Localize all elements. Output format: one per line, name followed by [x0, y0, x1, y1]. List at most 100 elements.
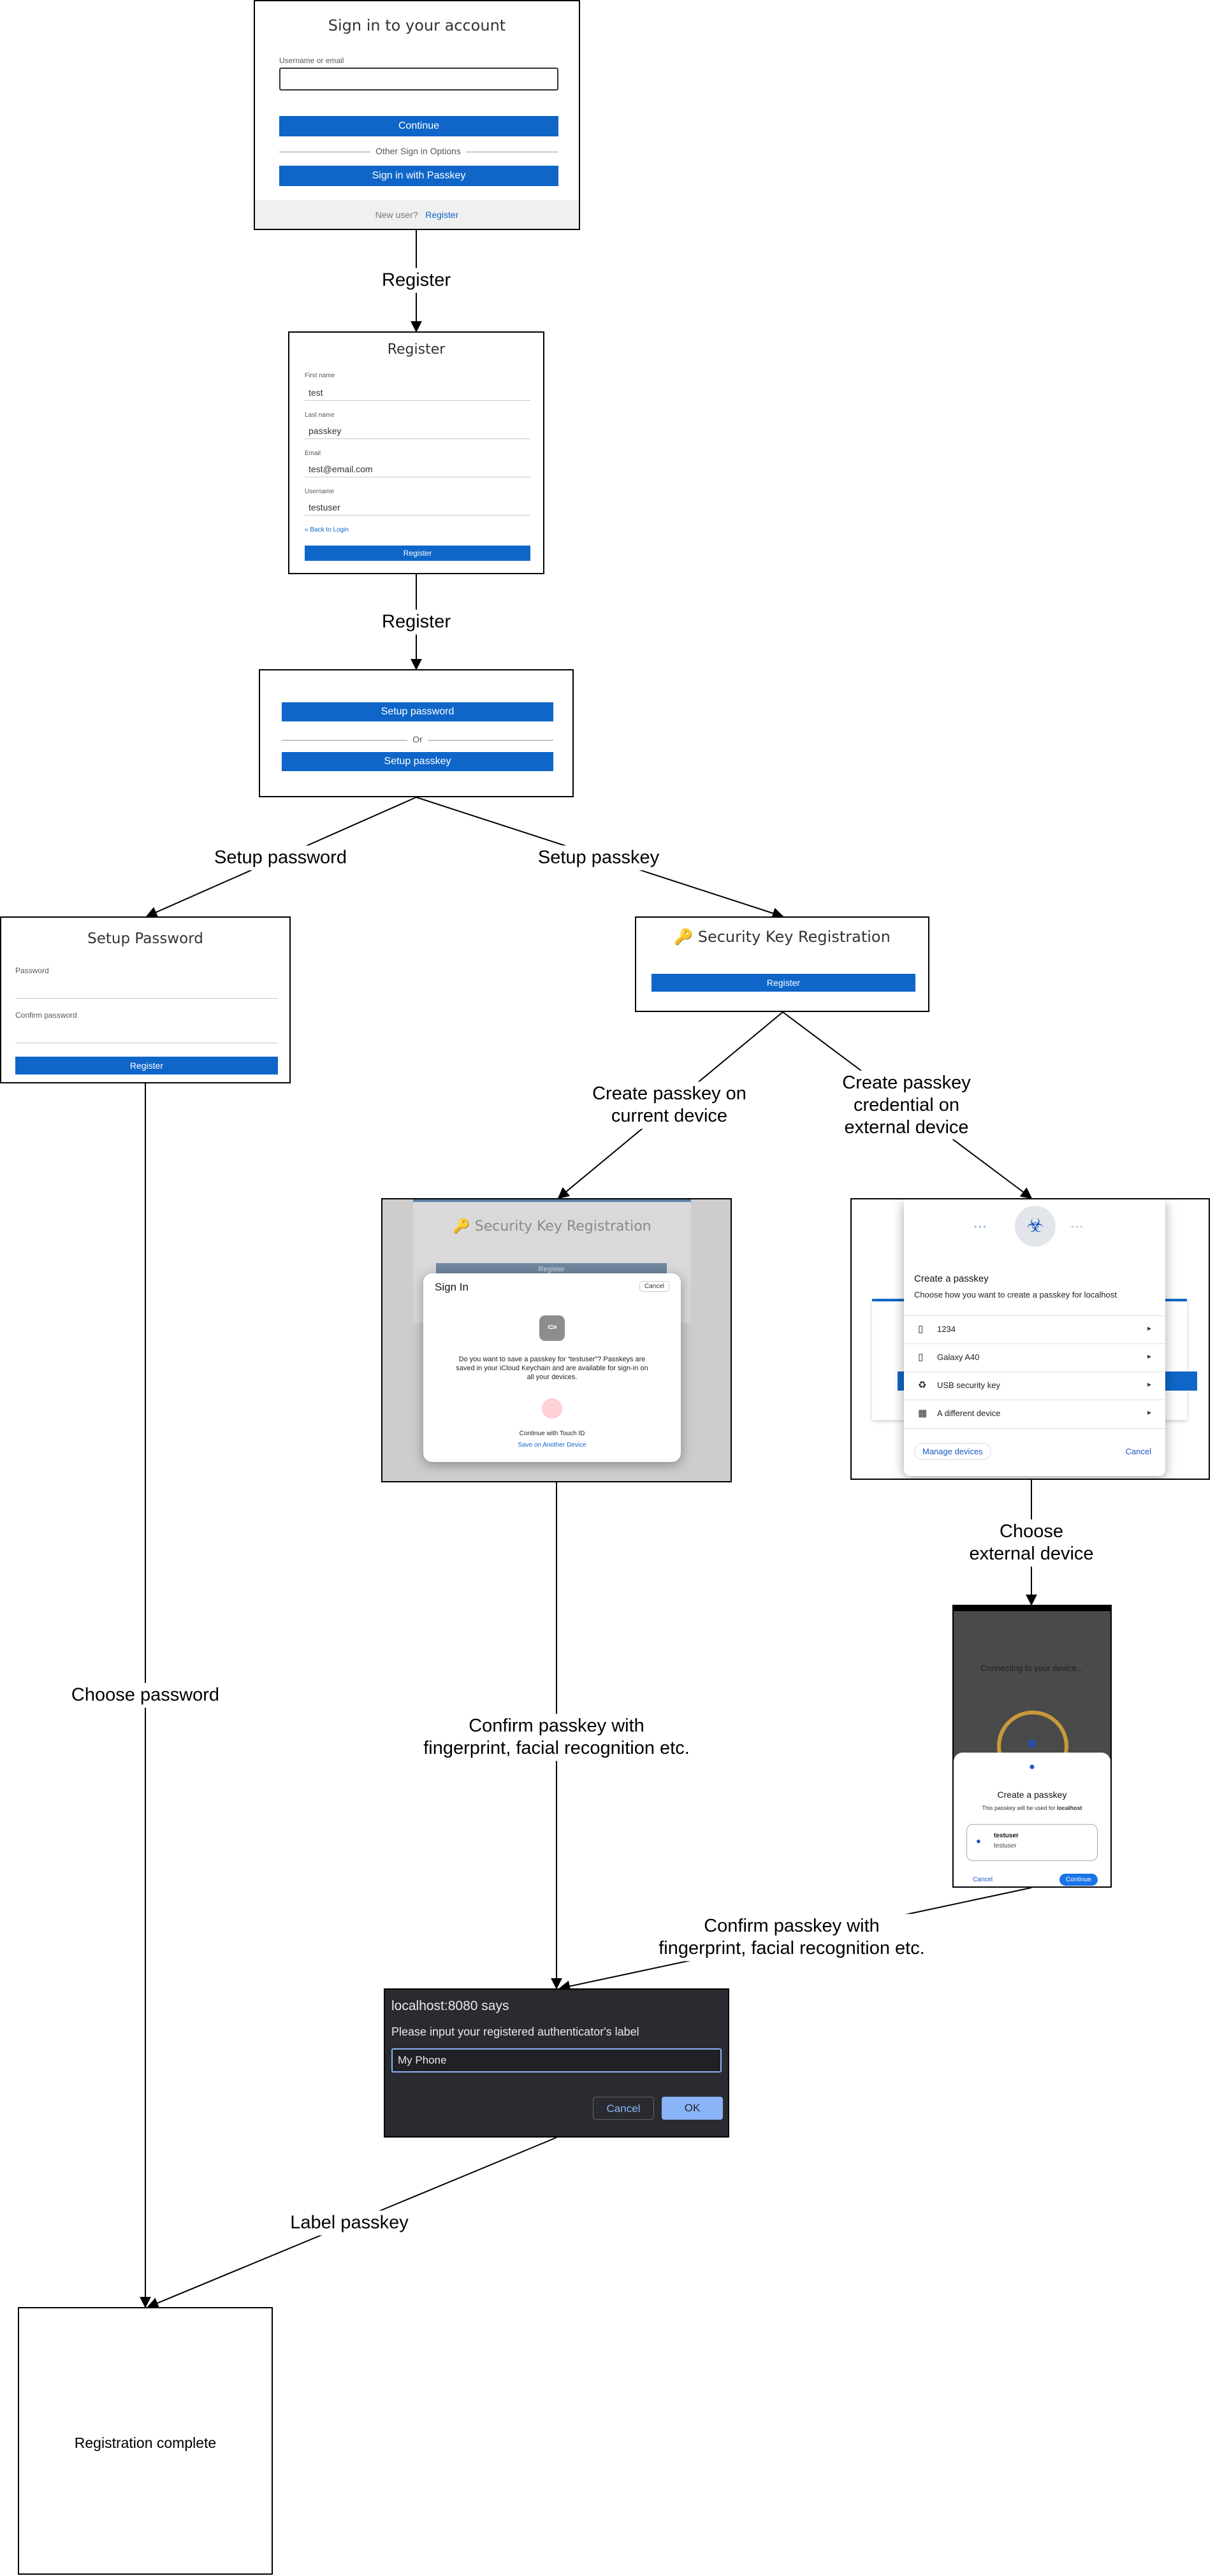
key-icon: 🔑	[674, 928, 694, 946]
edge-label: Setup password	[212, 845, 349, 871]
bg-title-text: Security Key Registration	[474, 1219, 651, 1234]
cancel-button[interactable]: Cancel	[639, 1281, 669, 1292]
edge-label: Label passkey	[287, 2210, 411, 2236]
or-text: Or	[407, 734, 428, 744]
edge-label: Confirm passkey with fingerprint, facial…	[421, 1714, 692, 1761]
first-name-label: First name	[305, 372, 335, 379]
passkey-message: Do you want to save a passkey for “testu…	[456, 1356, 648, 1381]
usb-icon: ♻	[918, 1380, 927, 1391]
edge-label: Register	[379, 609, 453, 635]
username-label: Username	[305, 488, 335, 495]
edge-label: Choose external device	[966, 1519, 1096, 1567]
first-name-underline	[305, 400, 530, 401]
connecting-text: Connecting to your device...	[980, 1663, 1084, 1673]
register-link[interactable]: Register	[425, 210, 459, 220]
ok-button[interactable]: OK	[662, 2097, 723, 2120]
account-card[interactable]: ● testuser testuser	[966, 1824, 1098, 1861]
signin-footer: New user? Register	[255, 200, 579, 229]
edge-label: Setup passkey	[535, 845, 662, 871]
passkey-badge-icon: ☣	[1015, 1206, 1056, 1247]
save-on-another-device-link[interactable]: Save on Another Device	[518, 1442, 586, 1449]
dialog-title: Create a passkey	[914, 1273, 989, 1284]
option-label: Galaxy A40	[937, 1352, 980, 1362]
bg-register-button: Register	[436, 1263, 667, 1276]
option-label: USB security key	[937, 1380, 1000, 1390]
setup-choice-screen: Setup password Or Setup passkey	[259, 669, 574, 797]
register-title: Register	[387, 342, 446, 358]
continue-button[interactable]: Continue	[1059, 1874, 1098, 1886]
username-input[interactable]	[279, 68, 558, 90]
device-option-different[interactable]: ▦ A different device ▸	[904, 1400, 1165, 1429]
phone-icon: ▯	[918, 1324, 924, 1335]
key-icon: 🔑	[453, 1219, 470, 1234]
confirm-password-label: Confirm password	[15, 1011, 77, 1020]
security-key-title-text: Security Key Registration	[697, 928, 891, 946]
chevron-right-icon: ▸	[1147, 1324, 1151, 1333]
touch-id-text: Continue with Touch ID	[519, 1430, 585, 1437]
last-name-label: Last name	[305, 412, 335, 419]
last-name-input[interactable]: passkey	[309, 426, 342, 436]
bg-title: 🔑 Security Key Registration	[413, 1219, 691, 1234]
security-key-title: 🔑 Security Key Registration	[636, 928, 928, 946]
edge-label: Create passkey credential on external de…	[840, 1070, 973, 1140]
device-option-galaxy[interactable]: ▯ Galaxy A40 ▸	[904, 1343, 1165, 1372]
last-name-underline	[305, 438, 530, 439]
setup-password-button[interactable]: Setup password	[282, 702, 553, 721]
security-key-screen: 🔑 Security Key Registration Register	[635, 916, 929, 1012]
qr-code-icon: ▦	[918, 1408, 928, 1419]
dots-right: •••	[1071, 1222, 1085, 1231]
signin-title: Sign in to your account	[328, 17, 506, 34]
signin-screen: Sign in to your account Username or emai…	[254, 0, 580, 230]
username-input[interactable]: testuser	[309, 502, 340, 512]
subtitle-host: localhost	[1057, 1805, 1082, 1811]
edge-label: Choose password	[68, 1682, 222, 1708]
option-label: 1234	[937, 1324, 956, 1334]
first-name-input[interactable]: test	[309, 387, 323, 398]
other-options-text: Other Sign in Options	[370, 146, 466, 156]
account-name: testuser	[994, 1832, 1019, 1839]
password-input[interactable]	[15, 998, 278, 999]
current-device-screen: 🔑 Security Key Registration Register Sig…	[381, 1198, 732, 1482]
dialog-subtitle: Choose how you want to create a passkey …	[914, 1290, 1117, 1299]
create-passkey-dialog: ☣ ••• ••• Create a passkey Choose how yo…	[904, 1199, 1165, 1476]
chevron-right-icon: ▸	[1147, 1408, 1151, 1417]
cancel-button[interactable]: Cancel	[973, 1876, 993, 1883]
edge-label: Register	[379, 268, 453, 293]
back-to-login-link[interactable]: « Back to Login	[305, 526, 349, 533]
register-button[interactable]: Register	[305, 546, 530, 561]
register-button[interactable]: Register	[651, 974, 915, 992]
sheet-title: Sign In	[435, 1281, 469, 1293]
device-option-1234[interactable]: ▯ 1234 ▸	[904, 1315, 1165, 1344]
label-input[interactable]: My Phone	[391, 2048, 722, 2073]
cancel-button[interactable]: Cancel	[593, 2097, 654, 2120]
dialog-illustration: ☣ ••• •••	[904, 1199, 1165, 1263]
register-button[interactable]: Register	[15, 1057, 278, 1075]
continue-button[interactable]: Continue	[279, 116, 558, 136]
register-screen: Register First name test Last name passk…	[288, 331, 544, 574]
phone-icon: ▯	[918, 1352, 924, 1363]
edge-label: Confirm passkey with fingerprint, facial…	[656, 1914, 928, 1961]
fingerprint-icon[interactable]	[542, 1398, 562, 1419]
dialog-prompt: Please input your registered authenticat…	[391, 2025, 639, 2038]
option-label: A different device	[937, 1408, 1001, 1418]
sheet-subtitle: This passkey will be used for localhost	[954, 1805, 1110, 1811]
dialog-host: localhost:8080 says	[391, 1999, 509, 2013]
setup-password-screen: Setup Password Password Confirm password…	[0, 916, 291, 1083]
account-user: testuser	[994, 1842, 1017, 1849]
password-label: Password	[15, 966, 49, 975]
setup-passkey-button[interactable]: Setup passkey	[282, 752, 553, 771]
chevron-right-icon: ▸	[1147, 1352, 1151, 1361]
lock-icon: ■	[1027, 1735, 1037, 1752]
manage-devices-button[interactable]: Manage devices	[914, 1443, 991, 1460]
key-icon: ⚰	[539, 1315, 565, 1341]
email-input[interactable]: test@email.com	[309, 464, 373, 474]
device-option-usb[interactable]: ♻ USB security key ▸	[904, 1371, 1165, 1400]
external-device-screen: ☣ ••• ••• Create a passkey Choose how yo…	[850, 1198, 1210, 1480]
new-user-text: New user?	[375, 210, 418, 220]
cancel-button[interactable]: Cancel	[1125, 1447, 1151, 1456]
phone-screen: Connecting to your device... ■ ● Create …	[952, 1605, 1112, 1888]
passkey-signin-button[interactable]: Sign in with Passkey	[279, 166, 558, 186]
setup-password-title: Setup Password	[87, 930, 203, 947]
subtitle-prefix: This passkey will be used for	[982, 1805, 1058, 1811]
dots-left: •••	[974, 1222, 988, 1231]
